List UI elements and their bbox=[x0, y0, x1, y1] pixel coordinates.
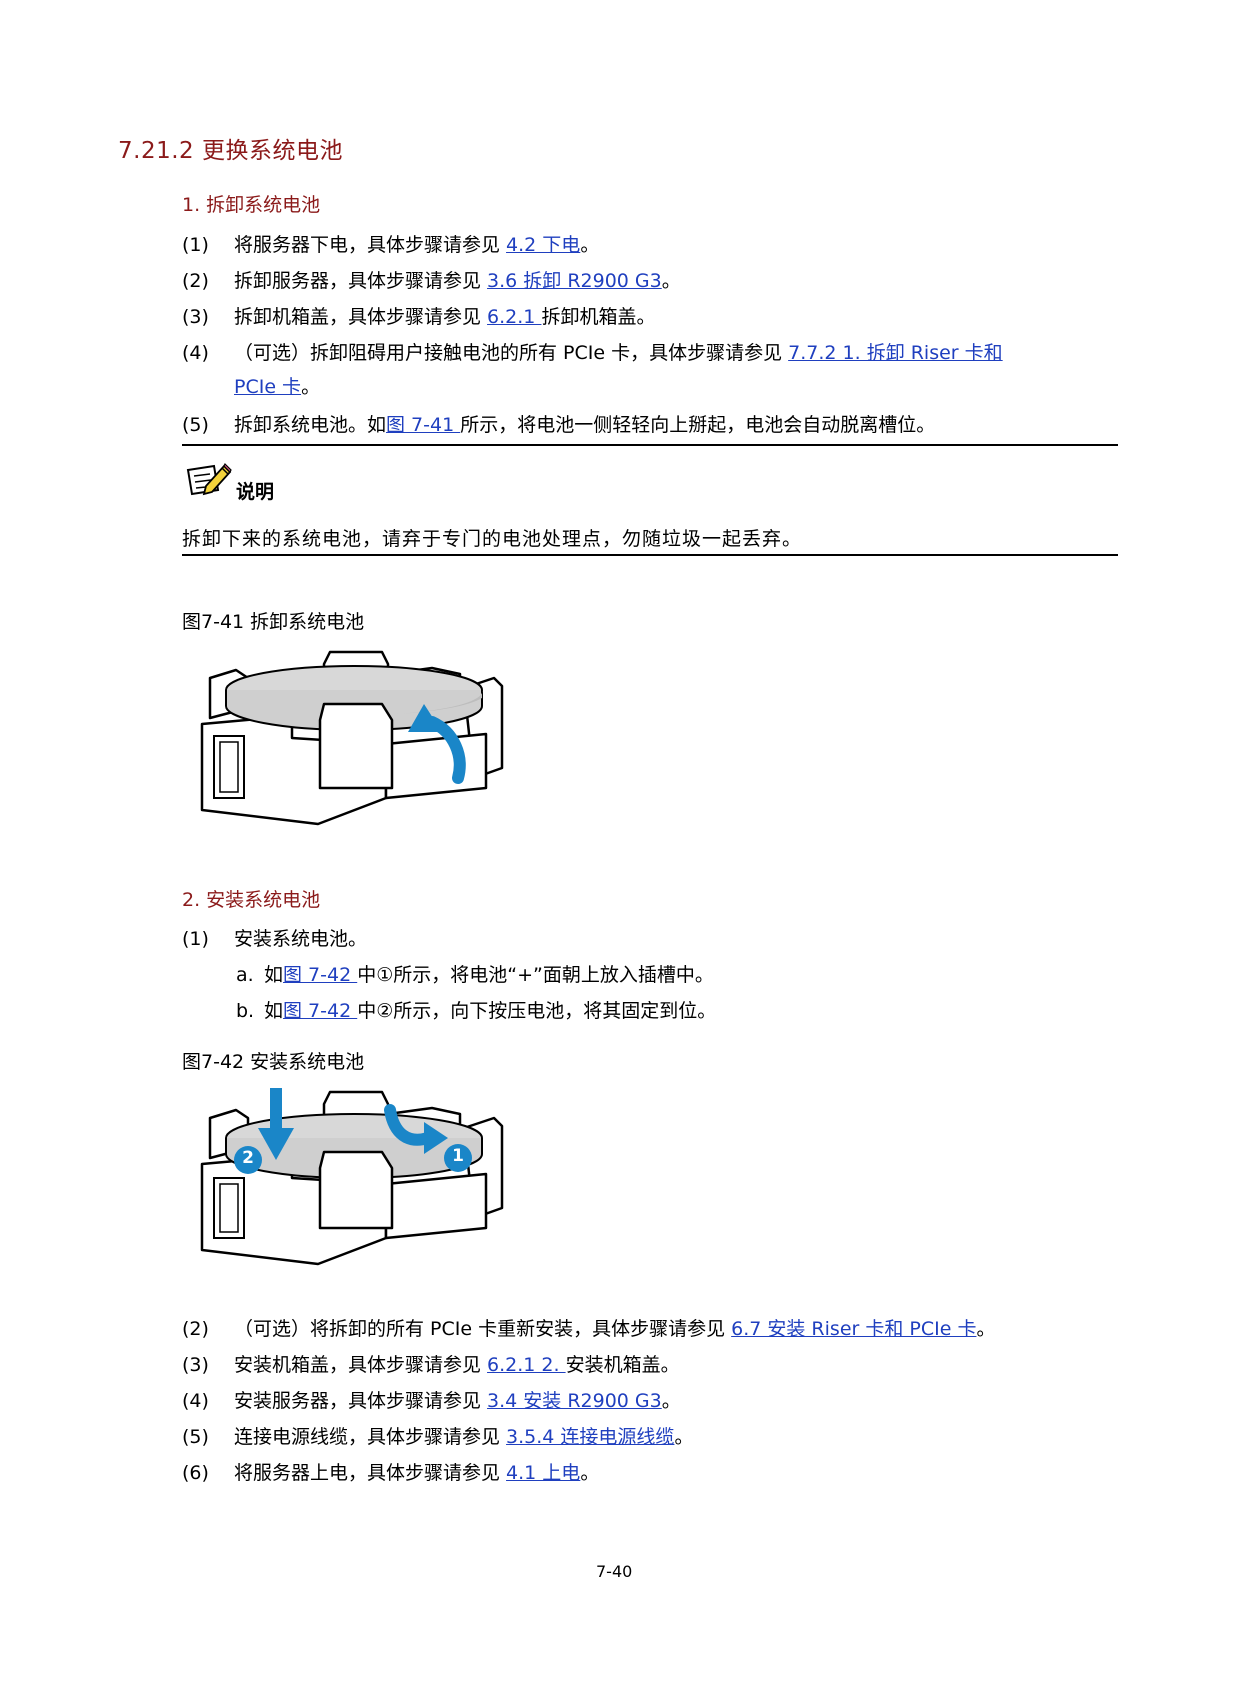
link-power-cable[interactable]: 3.5.4 连接电源线缆 bbox=[506, 1426, 675, 1448]
link-remove-server[interactable]: 3.6 拆卸 R2900 G3 bbox=[487, 270, 662, 292]
page-number: 7-40 bbox=[596, 1562, 633, 1581]
figure-7-41-battery-removal bbox=[200, 650, 504, 826]
link-figure-7-42-a[interactable]: 图 7-42 bbox=[283, 964, 358, 986]
install-subtitle: 2. 安装系统电池 bbox=[182, 889, 321, 911]
callout-2-label: 2 bbox=[242, 1148, 254, 1168]
step-number: (1) bbox=[182, 928, 209, 950]
link-remove-riser-cont[interactable]: PCIe 卡 bbox=[234, 376, 302, 398]
note-top-rule bbox=[182, 444, 1118, 446]
link-remove-riser[interactable]: 7.7.2 1. 拆卸 Riser 卡和 bbox=[788, 342, 1003, 364]
step-number: (5) bbox=[182, 1426, 209, 1448]
link-figure-7-41[interactable]: 图 7-41 bbox=[386, 414, 461, 436]
figure-7-42-title: 图7-42 安装系统电池 bbox=[182, 1051, 365, 1073]
install-substep-a: a.如图 7-42 中①所示，将电池“+”面朝上放入插槽中。 bbox=[236, 964, 714, 986]
link-install-cover[interactable]: 6.2.1 2. bbox=[487, 1354, 566, 1376]
step-number: (1) bbox=[182, 234, 209, 256]
section-title: 7.21.2 更换系统电池 bbox=[118, 138, 343, 164]
remove-subtitle: 1. 拆卸系统电池 bbox=[182, 194, 321, 216]
note-title: 说明 bbox=[236, 481, 275, 503]
note-text: 拆卸下来的系统电池，请弃于专门的电池处理点，勿随垃圾一起丢弃。 bbox=[182, 528, 803, 550]
step-number: (4) bbox=[182, 342, 209, 364]
step-number: (4) bbox=[182, 1390, 209, 1412]
step-number: (3) bbox=[182, 1354, 209, 1376]
pencil-note-icon bbox=[186, 462, 232, 496]
step-number: (2) bbox=[182, 1318, 209, 1340]
step-number: (6) bbox=[182, 1462, 209, 1484]
step-number: (3) bbox=[182, 306, 209, 328]
figure-7-42-battery-install bbox=[200, 1088, 504, 1266]
link-figure-7-42-b[interactable]: 图 7-42 bbox=[283, 1000, 358, 1022]
link-install-riser[interactable]: 6.7 安装 Riser 卡和 PCIe 卡 bbox=[731, 1318, 977, 1340]
link-power-on[interactable]: 4.1 上电 bbox=[506, 1462, 581, 1484]
link-remove-cover[interactable]: 6.2.1 bbox=[487, 306, 542, 328]
note-bottom-rule bbox=[182, 554, 1118, 556]
figure-7-41-title: 图7-41 拆卸系统电池 bbox=[182, 611, 365, 633]
link-install-server[interactable]: 3.4 安装 R2900 G3 bbox=[487, 1390, 662, 1412]
remove-step-4: (4) （可选）拆卸阻碍用户接触电池的所有 PCIe 卡，具体步骤请参见 7.7… bbox=[182, 336, 1112, 406]
callout-1-label: 1 bbox=[452, 1146, 464, 1166]
step-number: (2) bbox=[182, 270, 209, 292]
install-substep-b: b.如图 7-42 中②所示，向下按压电池，将其固定到位。 bbox=[236, 1000, 717, 1022]
link-power-off[interactable]: 4.2 下电 bbox=[506, 234, 581, 256]
step-number: (5) bbox=[182, 414, 209, 436]
